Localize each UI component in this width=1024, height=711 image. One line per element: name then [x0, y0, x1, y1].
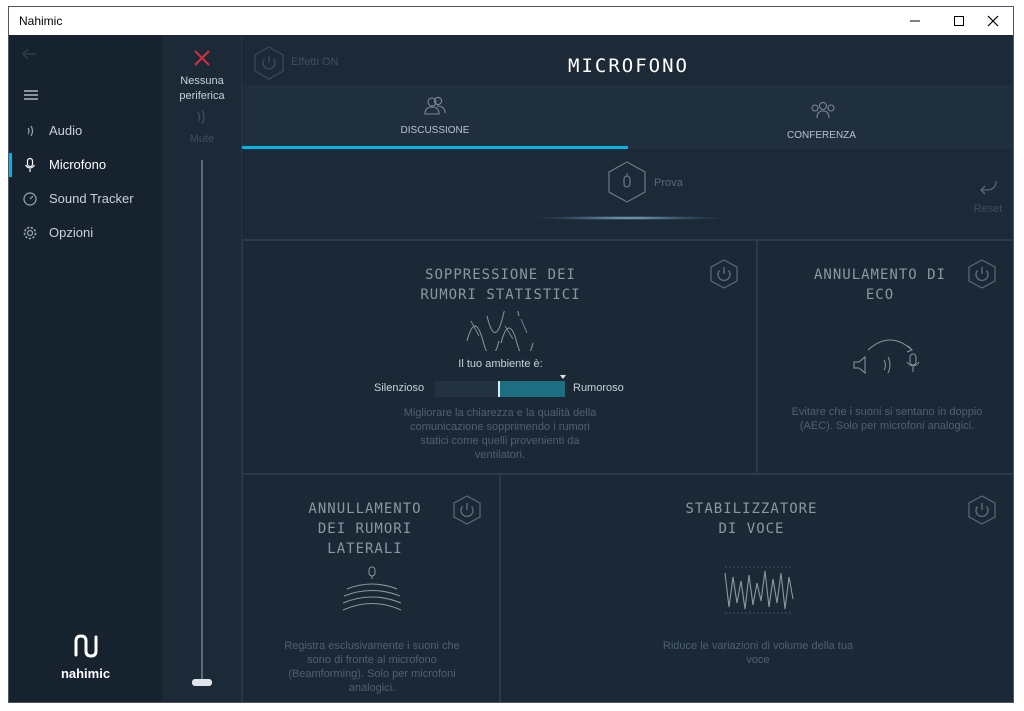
discussion-people-icon [424, 96, 446, 115]
mute-label: Mute [189, 133, 215, 145]
device-status: Nessuna periferica [179, 75, 225, 102]
microphone-icon [25, 157, 35, 172]
title-bar: Nahimic [9, 7, 1013, 35]
close-button[interactable] [971, 7, 1013, 35]
mute-speaker-icon [197, 109, 205, 125]
volume-slider-track[interactable] [201, 160, 203, 682]
test-level-meter [539, 216, 719, 220]
hamburger-icon [24, 90, 38, 100]
close-icon [987, 15, 999, 27]
maximize-button[interactable] [937, 7, 981, 35]
gear-icon [23, 226, 37, 240]
window-title: Nahimic [19, 14, 63, 28]
sidebar-item-opzioni[interactable]: Opzioni [9, 219, 162, 247]
lateral-noise-panel: ANNULLAMENTO DEI RUMORI LATERALI Registr… [242, 474, 500, 702]
effects-toggle[interactable]: Effetti ON [253, 46, 353, 80]
tab-bar: DISCUSSIONE CONFERENZA [242, 85, 1013, 149]
app-window: Nahimic Audio Microfono Sound Tra [8, 6, 1014, 703]
voice-stabilizer-panel: STABILIZZATORE DI VOCE Riduce le variazi… [500, 474, 1013, 702]
reset-label: Reset [973, 203, 1003, 215]
panel-title: ANNULLAMENTO DEI RUMORI LATERALI [308, 501, 422, 557]
sidebar-item-sound-tracker[interactable]: Sound Tracker [9, 185, 162, 213]
compass-icon [23, 192, 37, 206]
environment-slider-thumb[interactable] [498, 381, 500, 397]
lateral-power-hex-icon[interactable] [452, 495, 482, 525]
echo-power-hex-icon[interactable] [967, 259, 997, 289]
mute-button[interactable]: Mute [162, 129, 242, 147]
sidebar-item-label: Audio [49, 123, 83, 138]
maximize-icon [954, 16, 964, 26]
min-label: Silenzioso [374, 382, 425, 394]
noise-suppression-panel: SOPPRESSIONE DEI RUMORI STATISTICI Il tu… [242, 240, 757, 474]
noise-waves-icon [466, 311, 534, 351]
echo-cancellation-panel: ANNULAMENTO DI ECO Evitare che i suoni s… [757, 240, 1013, 474]
logo-text: nahimic [60, 666, 111, 681]
minimize-button[interactable] [893, 7, 937, 35]
tab-active-underline [242, 146, 628, 149]
device-panel: Nessuna periferica Mute [162, 35, 242, 702]
environment-slider-fill [499, 381, 565, 397]
beamforming-icon [342, 566, 402, 611]
max-label: Rumoroso [573, 382, 624, 394]
voice-waveform-icon [724, 566, 794, 614]
slider-marker-icon [560, 375, 566, 379]
tab-label: DISCUSSIONE [400, 125, 470, 136]
environment-label: Il tuo ambiente è: [458, 358, 543, 370]
active-indicator [9, 153, 12, 177]
sidebar: Audio Microfono Sound Tracker Opzioni na… [9, 35, 162, 702]
test-mic-hex-icon [608, 161, 646, 203]
conference-people-icon [811, 101, 835, 119]
nahimic-logo: nahimic [9, 633, 162, 681]
back-button[interactable] [21, 47, 37, 66]
minimize-icon [910, 20, 920, 22]
environment-slider[interactable] [435, 375, 566, 397]
volume-slider-thumb[interactable] [192, 679, 212, 686]
sidebar-item-audio[interactable]: Audio [9, 117, 162, 145]
speaker-icon [27, 125, 34, 137]
panel-description: Evitare che i suoni si sentano in doppio… [791, 406, 983, 432]
panel-description: Riduce le variazioni di volume della tua… [662, 640, 854, 666]
panel-description: Registra esclusivamente i suoni che sono… [284, 640, 460, 694]
effects-label: Effetti ON [291, 56, 339, 68]
test-label: Prova [654, 177, 683, 189]
sidebar-item-label: Microfono [49, 157, 107, 172]
panel-title: ANNULAMENTO DI ECO [813, 267, 946, 303]
test-area: Prova Reset [242, 149, 1013, 240]
sidebar-item-microfono[interactable]: Microfono [9, 151, 162, 179]
sidebar-item-label: Opzioni [49, 225, 94, 240]
noise-power-hex-icon[interactable] [709, 259, 739, 289]
no-device-x-icon [194, 50, 210, 66]
panel-description: Migliorare la chiarezza e la qualità del… [403, 407, 597, 461]
sidebar-item-label: Sound Tracker [49, 191, 134, 206]
main-content: Effetti ON MICROFONO DISCUSSIONE CONFERE… [242, 35, 1013, 702]
page-title: MICROFONO [568, 55, 689, 77]
reset-button[interactable]: Reset [968, 179, 1008, 215]
back-arrow-icon [21, 48, 36, 60]
effects-power-hex-icon [254, 46, 284, 80]
hamburger-menu-button[interactable] [23, 88, 39, 106]
test-button[interactable]: Prova [607, 161, 717, 203]
reset-arrow-icon [980, 180, 997, 195]
panel-title: SOPPRESSIONE DEI RUMORI STATISTICI [420, 267, 581, 303]
voice-power-hex-icon[interactable] [967, 495, 997, 525]
echo-speaker-mic-icon [853, 339, 920, 375]
tab-label: CONFERENZA [787, 130, 856, 141]
nahimic-logo-icon [74, 634, 97, 658]
tab-conferenza[interactable]: CONFERENZA [628, 85, 1013, 149]
panel-title: STABILIZZATORE DI VOCE [685, 501, 818, 537]
tab-discussione[interactable]: DISCUSSIONE [242, 85, 628, 149]
